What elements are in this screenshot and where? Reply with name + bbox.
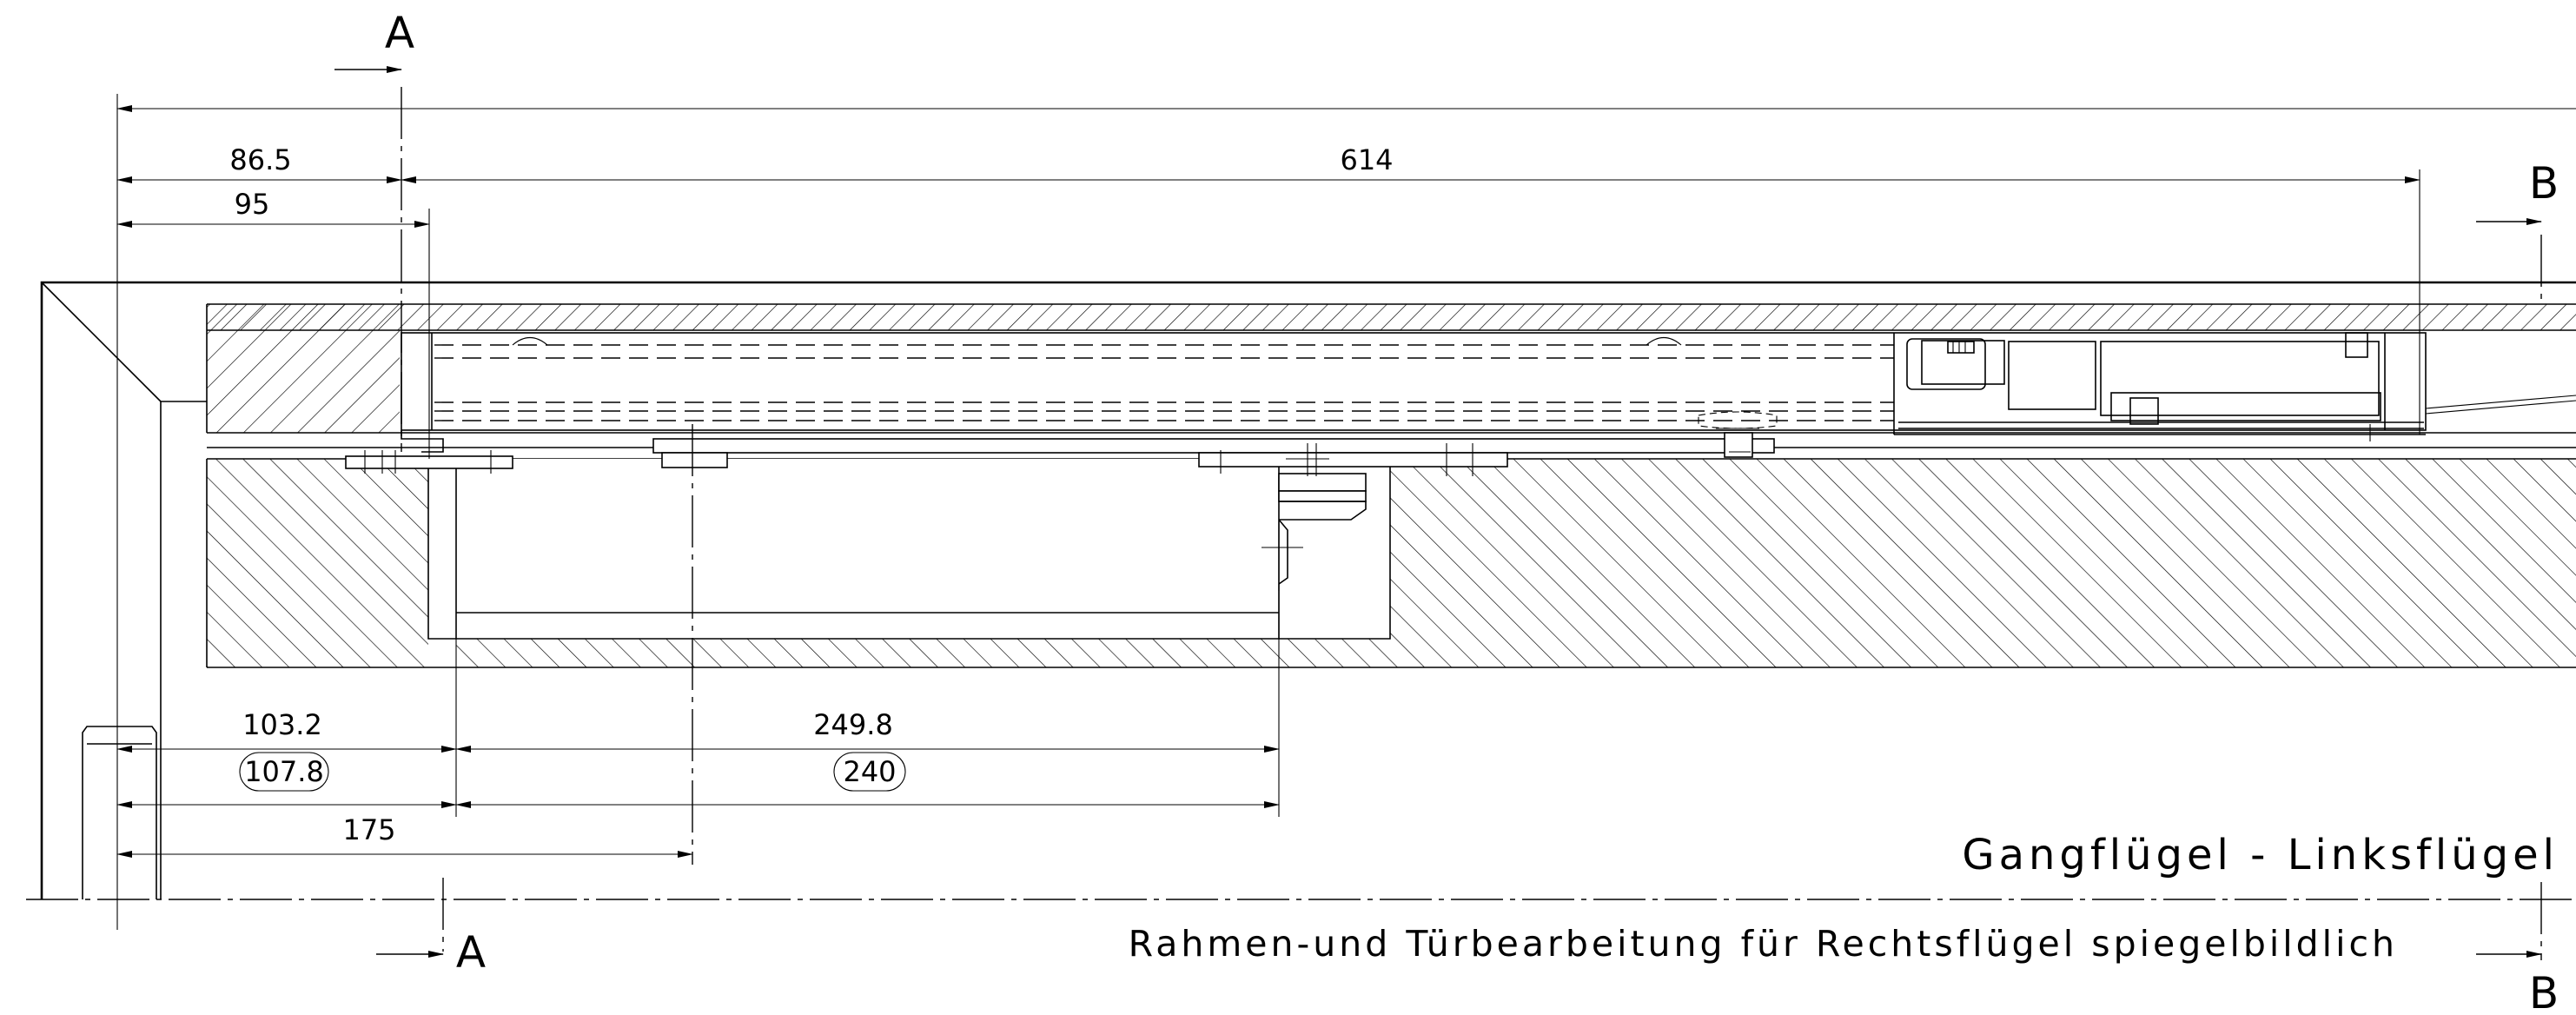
guide-rail — [345, 411, 1778, 469]
arm-bracket — [1262, 473, 1367, 591]
dim-240: 240 — [843, 755, 896, 788]
section-a-top-label: A — [385, 8, 414, 58]
drawing-title: Gangflügel - Linksflügel — [1962, 831, 2559, 879]
wall-corner — [40, 281, 2576, 899]
dim-614: 614 — [1340, 143, 1393, 176]
dim-103-2: 103.2 — [242, 708, 322, 741]
dimension-labels: 86.5 614 95 103.2 107.8 249.8 240 175 — [229, 143, 1393, 846]
section-a-bottom-label: A — [456, 927, 486, 978]
section-b-bottom-label: B — [2529, 968, 2559, 1015]
dim-107-8-oval — [239, 752, 329, 792]
dim-175: 175 — [342, 813, 395, 846]
dim-249-8: 249.8 — [813, 708, 893, 741]
section-b-top-label: B — [2529, 158, 2559, 209]
dimension-lines — [116, 105, 2576, 858]
slide-rail-channel — [401, 332, 2427, 453]
center-lines — [26, 87, 2576, 960]
dim-240-oval — [833, 752, 906, 792]
dim-107-8: 107.8 — [244, 755, 324, 788]
frame-profile — [206, 303, 2576, 448]
extension-lines — [116, 94, 2420, 930]
drawing-subtitle: Rahmen-und Türbearbeitung für Rechtsflüg… — [1129, 923, 2398, 965]
mounting-marks — [364, 443, 1473, 476]
door-leaf-profile — [206, 458, 2576, 668]
dim-86-5: 86.5 — [229, 143, 291, 176]
drive-unit — [1898, 332, 2576, 441]
section-markers: A A B B — [334, 8, 2559, 1015]
dim-95: 95 — [235, 188, 270, 221]
